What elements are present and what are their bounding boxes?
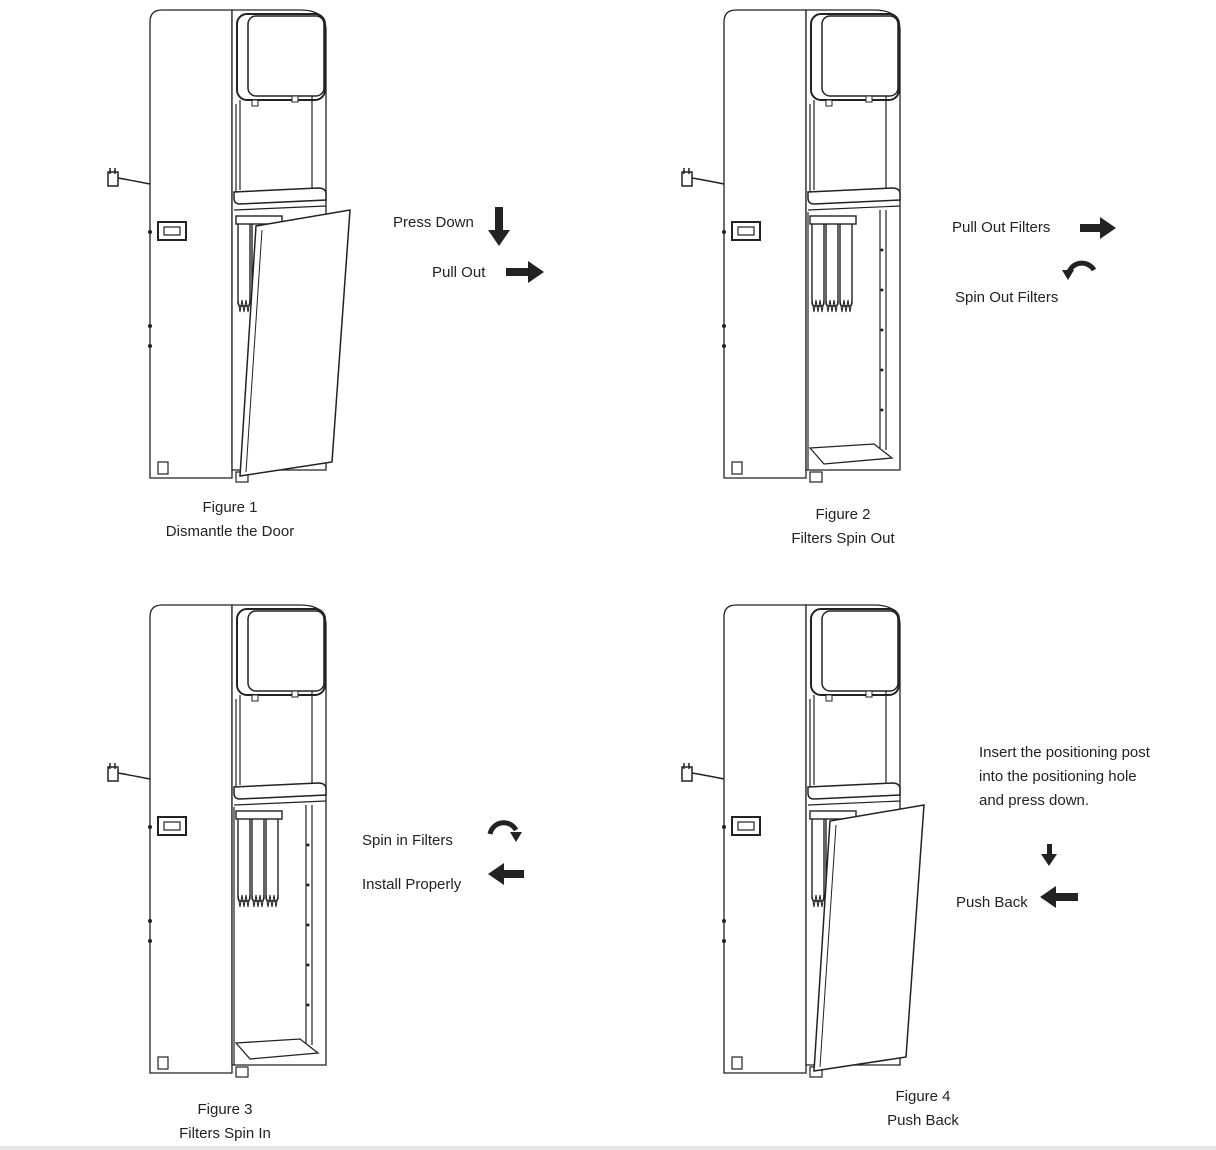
figure-3-number: Figure 3	[197, 1101, 253, 1118]
figure-1-title: Dismantle the Door	[165, 523, 295, 540]
rotate-icon	[1062, 260, 1097, 280]
figure-3-caption: Figure 3 Filters Spin In	[145, 1098, 305, 1146]
positioning-instruction-line-1: Insert the positioning post	[979, 744, 1150, 761]
figure-4-title: Push Back	[887, 1112, 959, 1129]
arrow-left-icon	[1040, 886, 1078, 908]
install-properly-label: Install Properly	[362, 876, 462, 893]
figure-1-dispenser	[107, 9, 351, 483]
press-down-label: Press Down	[393, 214, 474, 231]
positioning-instruction-line-2: into the positioning hole	[979, 768, 1137, 785]
pull-out-label: Pull Out	[432, 264, 486, 281]
figure-2-caption: Figure 2 Filters Spin Out	[763, 503, 923, 551]
arrow-right-icon	[1080, 217, 1116, 239]
arrow-right-icon	[506, 261, 544, 283]
positioning-instruction-line-3: and press down.	[979, 792, 1090, 809]
arrow-down-icon	[1041, 844, 1057, 866]
rotate-icon	[487, 820, 522, 842]
figure-1-number: Figure 1	[202, 499, 258, 516]
spin-out-filters-label: Spin Out Filters	[955, 289, 1059, 306]
figure-1-caption: Figure 1 Dismantle the Door	[140, 496, 320, 544]
figure-4-number: Figure 4	[895, 1088, 951, 1105]
figure-4-caption: Figure 4 Push Back	[843, 1085, 1003, 1133]
figure-2-number: Figure 2	[815, 506, 871, 523]
figure-2-dispenser	[681, 9, 901, 483]
spin-in-filters-label: Spin in Filters	[362, 832, 453, 849]
push-back-label: Push Back	[956, 894, 1028, 911]
arrow-down-icon	[488, 207, 510, 246]
figure-3-title: Filters Spin In	[179, 1125, 271, 1142]
arrow-left-icon	[488, 863, 524, 885]
figure-3-dispenser	[107, 604, 327, 1078]
bottom-divider	[0, 1146, 1216, 1150]
figure-2-title: Filters Spin Out	[791, 530, 895, 547]
pull-out-filters-label: Pull Out Filters	[952, 219, 1051, 236]
figure-4-dispenser	[681, 604, 925, 1078]
